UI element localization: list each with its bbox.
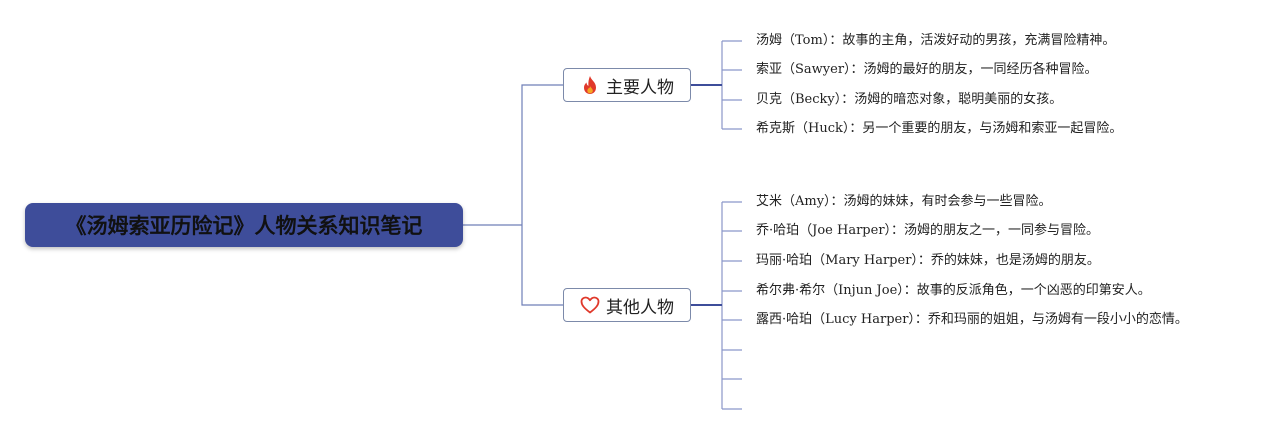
branch-other-characters[interactable]: 其他人物 xyxy=(563,288,691,322)
fire-icon xyxy=(580,75,600,95)
root-node[interactable]: 《汤姆索亚历险记》人物关系知识笔记 xyxy=(25,203,463,247)
leaf-injun-joe[interactable]: 希尔弗·希尔（Injun Joe）：故事的反派角色，一个凶恶的印第安人。 xyxy=(756,283,1151,298)
branch-label: 其他人物 xyxy=(606,297,674,318)
root-connector xyxy=(463,84,563,306)
leaf-lucy-harper[interactable]: 露西·哈珀（Lucy Harper）：乔和玛丽的姐姐，与汤姆有一段小小的恋情。 xyxy=(756,312,1188,327)
leaf-tom[interactable]: 汤姆（Tom）：故事的主角，活泼好动的男孩，充满冒险精神。 xyxy=(756,33,1116,48)
leaf-huck[interactable]: 希克斯（Huck）：另一个重要的朋友，与汤姆和索亚一起冒险。 xyxy=(756,121,1123,136)
leaf-amy[interactable]: 艾米（Amy）：汤姆的妹妹，有时会参与一些冒险。 xyxy=(756,194,1052,209)
leaf-becky[interactable]: 贝克（Becky）：汤姆的暗恋对象，聪明美丽的女孩。 xyxy=(756,92,1063,107)
branch-label: 主要人物 xyxy=(606,77,674,98)
heart-icon xyxy=(580,295,600,315)
leaf-sawyer[interactable]: 索亚（Sawyer）：汤姆的最好的朋友，一同经历各种冒险。 xyxy=(756,62,1098,77)
branch-main-characters[interactable]: 主要人物 xyxy=(563,68,691,102)
root-title: 《汤姆索亚历险记》人物关系知识笔记 xyxy=(65,214,423,238)
leaf-mary-harper[interactable]: 玛丽·哈珀（Mary Harper）：乔的妹妹，也是汤姆的朋友。 xyxy=(756,253,1100,268)
leaf-joe-harper[interactable]: 乔·哈珀（Joe Harper）：汤姆的朋友之一，一同参与冒险。 xyxy=(756,223,1100,238)
